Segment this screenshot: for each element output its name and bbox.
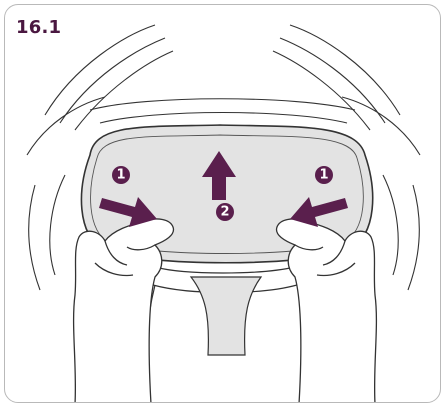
badge-right: 1 xyxy=(315,166,333,184)
badge-left-number: 1 xyxy=(116,168,125,183)
badge-right-number: 1 xyxy=(319,168,328,183)
instruction-panel: 1 2 1 16.1 xyxy=(4,4,441,403)
badge-left: 1 xyxy=(112,166,130,184)
seat-lower-part xyxy=(147,267,306,403)
assembly-illustration: 1 2 1 xyxy=(5,5,441,403)
step-number: 16.1 xyxy=(16,17,61,38)
badge-center: 2 xyxy=(216,203,234,221)
badge-center-number: 2 xyxy=(220,205,229,220)
